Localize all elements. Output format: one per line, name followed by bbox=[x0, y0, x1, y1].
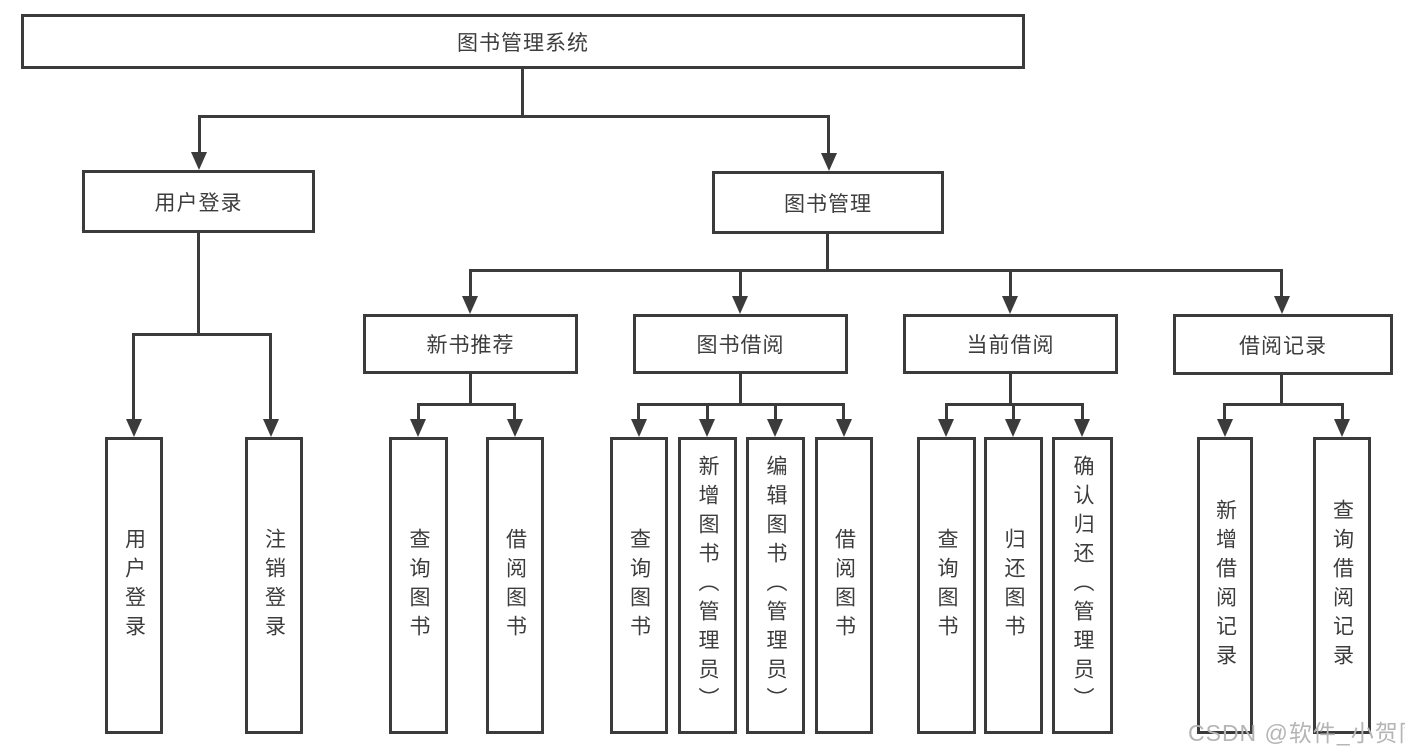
leaf-borrow-books: 借阅图书 bbox=[815, 437, 873, 734]
leaf-label: 新增图书（管理员） bbox=[696, 455, 719, 716]
edge-recommend-arm2 bbox=[513, 403, 516, 419]
edge-bookmgmt-arm1 bbox=[469, 269, 472, 297]
leaf-confirm-return-admin: 确认归还（管理员） bbox=[1052, 437, 1113, 734]
edge-recommend-stem bbox=[469, 374, 472, 406]
arrow-down-icon bbox=[732, 296, 748, 314]
node-label: 借阅记录 bbox=[1239, 334, 1327, 358]
edge-bookmgmt-arm4 bbox=[1280, 269, 1283, 297]
arrow-down-icon bbox=[191, 152, 207, 170]
arrow-down-icon bbox=[1005, 419, 1021, 437]
edge-userlogin-stem bbox=[197, 233, 200, 336]
edge-bookmgmt-arm3 bbox=[1009, 269, 1012, 297]
leaf-query-books-recommend: 查询图书 bbox=[389, 437, 448, 734]
leaf-add-borrow-record: 新增借阅记录 bbox=[1197, 437, 1253, 734]
leaf-label: 归还图书 bbox=[1002, 527, 1025, 644]
leaf-query-borrow-record: 查询借阅记录 bbox=[1313, 437, 1371, 734]
leaf-label: 查询借阅记录 bbox=[1330, 498, 1354, 673]
edge-current-stem bbox=[1009, 374, 1012, 406]
edge-current-arm3 bbox=[1081, 403, 1084, 419]
leaf-label: 确认归还（管理员） bbox=[1071, 455, 1094, 716]
edge-borrowing-arm4 bbox=[842, 403, 845, 419]
leaf-query-books-current: 查询图书 bbox=[917, 437, 976, 734]
arrow-down-icon bbox=[699, 419, 715, 437]
edge-recommend-cross bbox=[417, 403, 516, 406]
edge-bookmgmt-stem bbox=[826, 234, 829, 272]
edge-userlogin-arm2 bbox=[269, 333, 272, 419]
edge-records-arm2 bbox=[1341, 403, 1344, 419]
node-label: 新书推荐 bbox=[426, 334, 515, 357]
leaf-label: 借阅图书 bbox=[832, 527, 856, 644]
edge-userlogin-cross bbox=[133, 333, 272, 336]
node-new-book-recommend: 新书推荐 bbox=[363, 314, 578, 374]
node-label: 当前借阅 bbox=[966, 334, 1055, 357]
edge-borrowing-cross bbox=[637, 403, 845, 406]
edge-borrowing-stem bbox=[739, 374, 742, 406]
edge-current-arm1 bbox=[945, 403, 948, 419]
leaf-borrow-books-recommend: 借阅图书 bbox=[486, 437, 544, 734]
edge-root-arm-left bbox=[198, 115, 201, 153]
edge-bookmgmt-cross bbox=[469, 269, 1283, 272]
node-borrow-records: 借阅记录 bbox=[1173, 314, 1393, 375]
leaf-label: 用户登录 bbox=[122, 527, 146, 644]
leaf-label: 注销登录 bbox=[262, 527, 286, 644]
node-book-management: 图书管理 bbox=[712, 171, 944, 234]
leaf-label: 借阅图书 bbox=[503, 527, 527, 644]
leaf-user-login: 用户登录 bbox=[105, 437, 163, 734]
node-label: 用户登录 bbox=[154, 191, 243, 215]
leaf-label: 查询图书 bbox=[935, 527, 958, 644]
arrow-down-icon bbox=[1334, 419, 1350, 437]
edge-borrowing-arm1 bbox=[637, 403, 640, 419]
edge-records-cross bbox=[1223, 403, 1344, 406]
csdn-watermark: CSDN @软件_小贺同学 bbox=[1188, 720, 1405, 746]
edge-userlogin-arm1 bbox=[132, 333, 135, 419]
arrow-down-icon bbox=[507, 419, 523, 437]
arrow-down-icon bbox=[410, 419, 426, 437]
arrow-down-icon bbox=[767, 419, 783, 437]
node-book-borrowing: 图书借阅 bbox=[633, 314, 848, 374]
edge-records-stem bbox=[1280, 374, 1283, 406]
leaf-return-books: 归还图书 bbox=[984, 437, 1043, 734]
arrow-down-icon bbox=[631, 419, 647, 437]
leaf-logout: 注销登录 bbox=[245, 437, 303, 734]
leaf-query-books-borrowing: 查询图书 bbox=[610, 437, 668, 734]
edge-borrowing-arm2 bbox=[706, 403, 709, 419]
edge-records-arm1 bbox=[1223, 403, 1226, 419]
edge-root-arm-right bbox=[827, 115, 830, 154]
leaf-add-book-admin: 新增图书（管理员） bbox=[678, 437, 737, 734]
arrow-down-icon bbox=[126, 419, 142, 437]
arrow-down-icon bbox=[1002, 296, 1018, 314]
arrow-down-icon bbox=[263, 419, 279, 437]
arrow-down-icon bbox=[1274, 296, 1290, 314]
edge-bookmgmt-arm2 bbox=[739, 269, 742, 297]
edge-current-arm2 bbox=[1012, 403, 1015, 419]
arrow-down-icon bbox=[938, 419, 954, 437]
edge-recommend-arm1 bbox=[417, 403, 420, 419]
leaf-edit-book-admin: 编辑图书（管理员） bbox=[746, 437, 805, 734]
arrow-down-icon bbox=[836, 419, 852, 437]
leaf-label: 编辑图书（管理员） bbox=[764, 455, 787, 716]
arrow-down-icon bbox=[1217, 419, 1233, 437]
node-current-borrowing: 当前借阅 bbox=[903, 314, 1118, 374]
node-user-login: 用户登录 bbox=[82, 170, 315, 233]
leaf-label: 查询图书 bbox=[407, 527, 430, 644]
node-root: 图书管理系统 bbox=[21, 14, 1025, 69]
arrow-down-icon bbox=[1074, 419, 1090, 437]
edge-borrowing-arm3 bbox=[774, 403, 777, 419]
leaf-label: 新增借阅记录 bbox=[1213, 498, 1237, 673]
arrow-down-icon bbox=[821, 153, 837, 171]
node-label: 图书管理系统 bbox=[457, 31, 589, 55]
node-label: 图书借阅 bbox=[696, 334, 785, 357]
leaf-label: 查询图书 bbox=[627, 527, 651, 644]
arrow-down-icon bbox=[462, 296, 478, 314]
edge-root-cross bbox=[199, 115, 830, 118]
edge-root-stem bbox=[521, 69, 524, 117]
node-label: 图书管理 bbox=[784, 192, 872, 216]
